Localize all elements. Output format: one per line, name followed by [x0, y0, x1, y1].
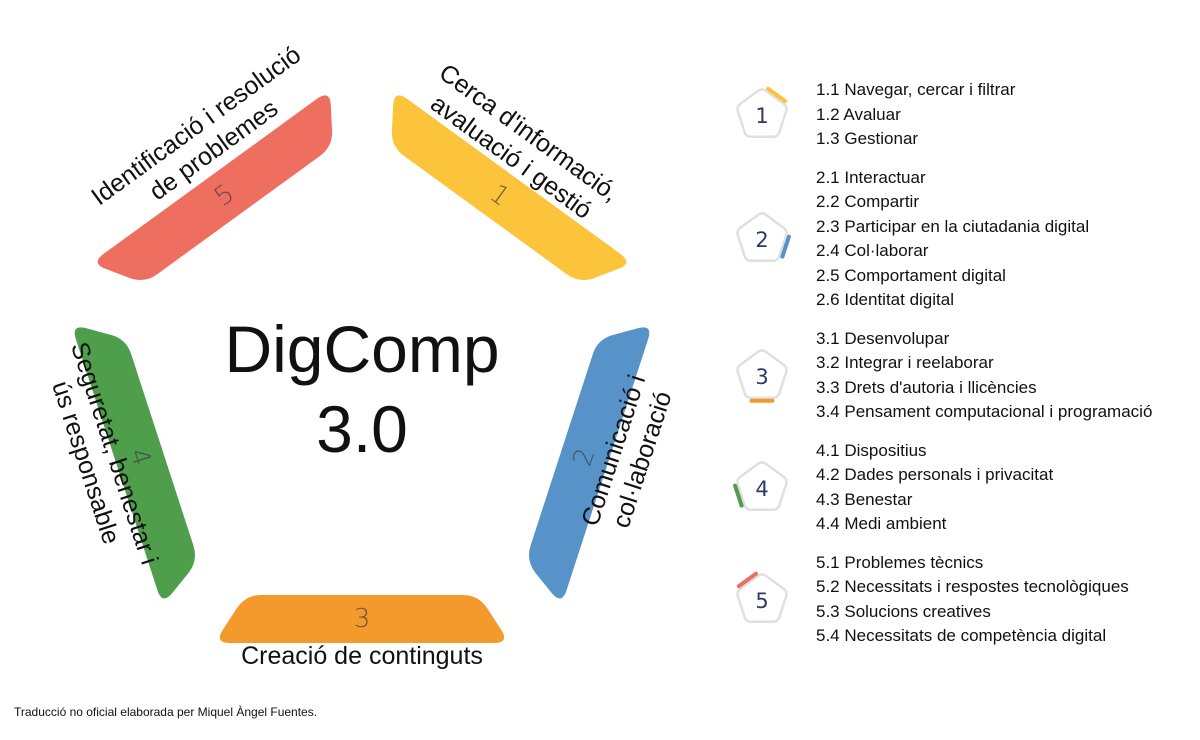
competence-item: 2.2 Compartir: [816, 192, 919, 211]
competence-item: 4.2 Dades personals i privacitat: [816, 465, 1054, 484]
competence-legend: 1 1.1 Navegar, cercar i filtrar 1.2 Avalua…: [730, 78, 1190, 663]
competence-item: 1.3 Gestionar: [816, 129, 919, 148]
competence-item: 3.1 Desenvolupar: [816, 328, 950, 348]
legend-group-1: 1 1.1 Navegar, cercar i filtrar 1.2 Avalua…: [730, 78, 1190, 152]
competence-item: 2.1 Interactuar: [816, 167, 926, 187]
competence-item: 2.3 Participar en la ciutadania digital: [816, 216, 1090, 236]
competence-item: 1.2 Avaluar: [816, 104, 901, 124]
area-4-pentagon-icon: 4: [730, 456, 794, 520]
area-1-segment: [391, 95, 627, 281]
svg-text:4: 4: [755, 477, 768, 501]
area-2-segment: [528, 327, 650, 599]
competence-item: 4.4 Medi ambient: [816, 514, 947, 533]
translation-credit: Traducció no oficial elaborada per Mique…: [14, 705, 318, 719]
competence-list: 4.1 Dispositius 4.2 Dades personals i pri…: [816, 439, 1053, 537]
legend-group-2: 2 2.1 Interactuar 2.2 Compartir 2.3 Partici…: [730, 166, 1190, 313]
svg-text:5: 5: [755, 589, 768, 613]
area-3-pentagon-icon: 3: [730, 344, 794, 408]
area-5-pentagon-icon: 5: [730, 568, 794, 632]
competence-item: 3.2 Integrar i reelaborar: [816, 353, 994, 372]
legend-group-4: 4 4.1 Dispositius 4.2 Dades personals i pr…: [730, 439, 1190, 537]
competence-item: 5.4 Necessitats de competència digital: [816, 626, 1107, 645]
competence-item: 2.5 Comportament digital: [816, 265, 1006, 285]
area-2-pentagon-icon: 2: [730, 207, 794, 271]
competence-list: 2.1 Interactuar 2.2 Compartir 2.3 Particip…: [816, 166, 1089, 313]
competence-item: 4.1 Dispositius: [816, 440, 927, 460]
area-1-pentagon-icon: 1: [730, 83, 794, 147]
svg-text:3: 3: [755, 365, 768, 389]
area-4-segment: [74, 327, 196, 599]
legend-group-5: 5 5.1 Problemes tècnics 5.2 Necessitats i …: [730, 551, 1190, 649]
competence-item: 3.3 Drets d'autoria i llicències: [816, 377, 1037, 397]
competence-item: 4.3 Benestar: [816, 489, 913, 509]
competence-item: 1.1 Navegar, cercar i filtrar: [816, 80, 1016, 99]
legend-group-3: 3 3.1 Desenvolupar 3.2 Integrar i reelabor…: [730, 327, 1190, 425]
competence-item: 5.1 Problemes tècnics: [816, 552, 984, 572]
center-title-digcomp: DigComp: [224, 312, 499, 386]
area-3-label-line: Creació de continguts: [241, 642, 483, 670]
competence-list: 1.1 Navegar, cercar i filtrar 1.2 Avaluar…: [816, 78, 1015, 152]
area-3-segment-number: 3: [354, 604, 371, 634]
area-3-segment: [219, 595, 505, 643]
svg-text:2: 2: [755, 228, 768, 252]
svg-text:1: 1: [755, 104, 768, 128]
area-3-label: Creació de continguts: [241, 642, 483, 670]
area-5-segment: [97, 95, 333, 281]
competence-item: 2.6 Identitat digital: [816, 290, 954, 309]
competence-list: 5.1 Problemes tècnics 5.2 Necessitats i r…: [816, 551, 1129, 649]
competence-item: 5.3 Solucions creatives: [816, 601, 991, 621]
competence-item: 3.4 Pensament computacional i programaci…: [816, 402, 1153, 421]
center-title-version: 3.0: [316, 392, 408, 466]
competence-list: 3.1 Desenvolupar 3.2 Integrar i reelabora…: [816, 327, 1152, 425]
competence-item: 5.2 Necessitats i respostes tecnològique…: [816, 577, 1129, 596]
competence-item: 2.4 Col·laborar: [816, 241, 929, 260]
